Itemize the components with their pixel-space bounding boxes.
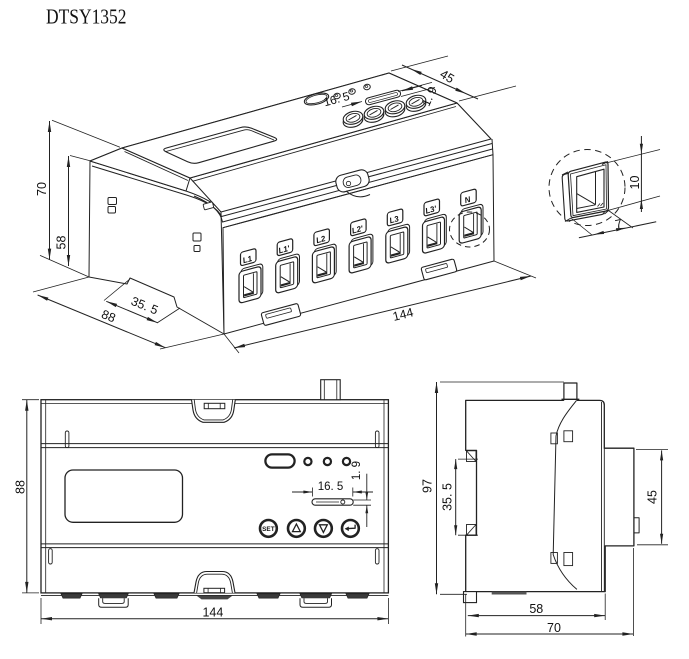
svg-text:88: 88 [14,480,28,494]
svg-text:L2: L2 [315,234,327,245]
svg-text:L3ʹ: L3ʹ [424,204,438,216]
svg-text:L3: L3 [388,214,400,225]
svg-text:144: 144 [202,606,223,620]
svg-text:45: 45 [437,67,456,86]
svg-text:7: 7 [614,217,624,232]
svg-text:45: 45 [646,490,660,504]
svg-text:144: 144 [391,305,415,324]
svg-text:N: N [464,195,472,205]
svg-text:L1ʹ: L1ʹ [277,244,291,256]
svg-text:L2ʹ: L2ʹ [351,224,365,236]
svg-text:70: 70 [35,182,49,196]
svg-text:16. 5: 16. 5 [318,481,344,493]
svg-text:L1: L1 [242,254,254,265]
svg-text:35. 5: 35. 5 [441,483,455,511]
svg-text:SET: SET [262,526,275,533]
svg-text:1. 9: 1. 9 [351,461,363,480]
svg-text:88: 88 [99,307,117,325]
svg-text:DTSY1352: DTSY1352 [46,5,127,29]
svg-text:70: 70 [547,621,561,635]
svg-text:16. 5: 16. 5 [322,89,351,109]
svg-text:97: 97 [421,479,435,493]
svg-text:10: 10 [628,176,642,190]
svg-text:58: 58 [55,236,69,250]
svg-text:58: 58 [529,602,543,616]
